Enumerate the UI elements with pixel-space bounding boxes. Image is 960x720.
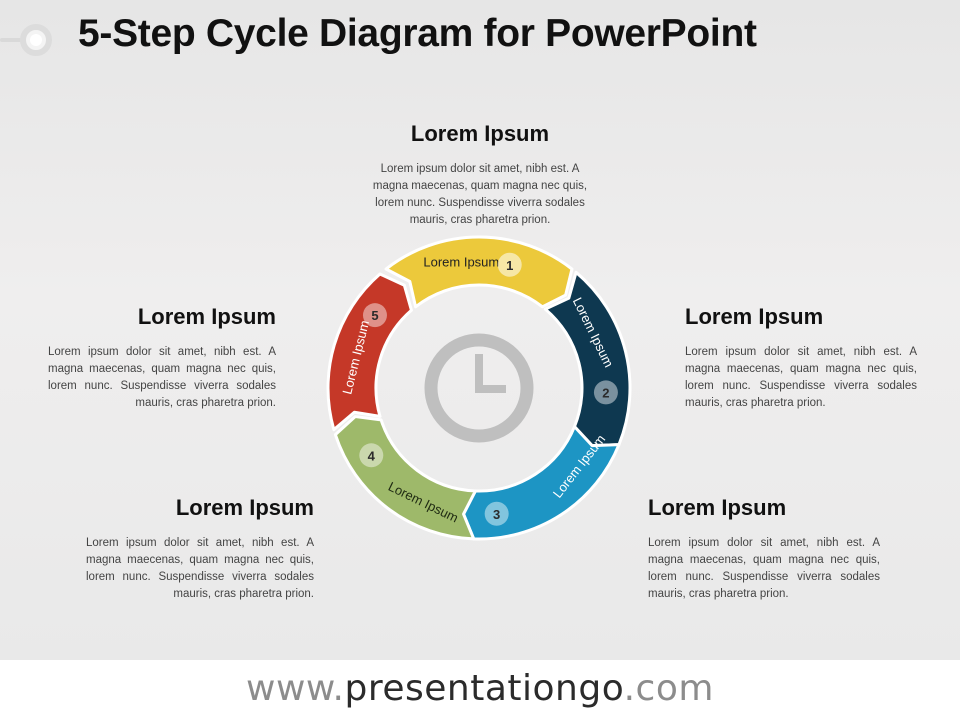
- step-number: 2: [602, 385, 609, 400]
- step-number-badge: [497, 252, 522, 277]
- step-number: 5: [371, 308, 378, 323]
- footer-url-main: presentationgo: [344, 668, 624, 709]
- text-block-top: Lorem Ipsum Lorem ipsum dolor sit amet, …: [366, 121, 594, 229]
- title-bar: 5-Step Cycle Diagram for PowerPoint: [0, 0, 960, 78]
- block-heading: Lorem Ipsum: [137, 304, 276, 329]
- block-text: Lorem ipsum dolor sit amet, nibh est. A …: [372, 163, 588, 226]
- footer-url-prefix: www.: [246, 668, 345, 709]
- clock-face: [424, 333, 534, 443]
- footer-url[interactable]: www.presentationgo.com: [246, 668, 714, 709]
- step-label: Lorem Ipsum: [423, 255, 499, 270]
- step-number-badge: [484, 501, 509, 526]
- block-text: Lorem ipsum dolor sit amet, nibh est. A …: [86, 537, 314, 600]
- text-block-right-upper: Lorem Ipsum Lorem ipsum dolor sit amet, …: [685, 304, 917, 412]
- clock-icon: [424, 333, 534, 443]
- step-number-badge: [359, 443, 384, 468]
- block-heading: Lorem Ipsum: [648, 495, 787, 520]
- pin-line-decoration: [0, 38, 30, 42]
- footer-url-suffix: .com: [623, 668, 714, 709]
- block-text: Lorem ipsum dolor sit amet, nibh est. A …: [685, 346, 917, 409]
- text-block-left-lower: Lorem Ipsum Lorem ipsum dolor sit amet, …: [86, 495, 314, 603]
- step-number: 4: [368, 448, 376, 463]
- cycle-segment: [384, 235, 574, 309]
- block-heading: Lorem Ipsum: [410, 121, 550, 146]
- step-number-badge: [362, 303, 387, 328]
- cycle-segment: [333, 415, 477, 541]
- block-text: Lorem ipsum dolor sit amet, nibh est. A …: [48, 346, 276, 409]
- step-number: 3: [493, 507, 500, 522]
- block-heading: Lorem Ipsum: [685, 304, 824, 329]
- cycle-segment: [326, 272, 413, 432]
- step-number: 1: [506, 258, 513, 273]
- block-text: Lorem ipsum dolor sit amet, nibh est. A …: [648, 537, 880, 600]
- pin-ring-icon: [20, 24, 52, 56]
- text-block-left-upper: Lorem Ipsum Lorem ipsum dolor sit amet, …: [48, 304, 276, 412]
- cycle-step-1: Lorem Ipsum 1: [384, 235, 574, 309]
- slide: 5-Step Cycle Diagram for PowerPoint Lore…: [0, 0, 960, 660]
- text-block-right-lower: Lorem Ipsum Lorem ipsum dolor sit amet, …: [648, 495, 880, 603]
- footer: www.presentationgo.com: [0, 660, 960, 720]
- step-number-badge: [593, 380, 618, 405]
- clock-hands: [475, 354, 506, 393]
- block-heading: Lorem Ipsum: [175, 495, 314, 520]
- page-title: 5-Step Cycle Diagram for PowerPoint: [78, 12, 757, 55]
